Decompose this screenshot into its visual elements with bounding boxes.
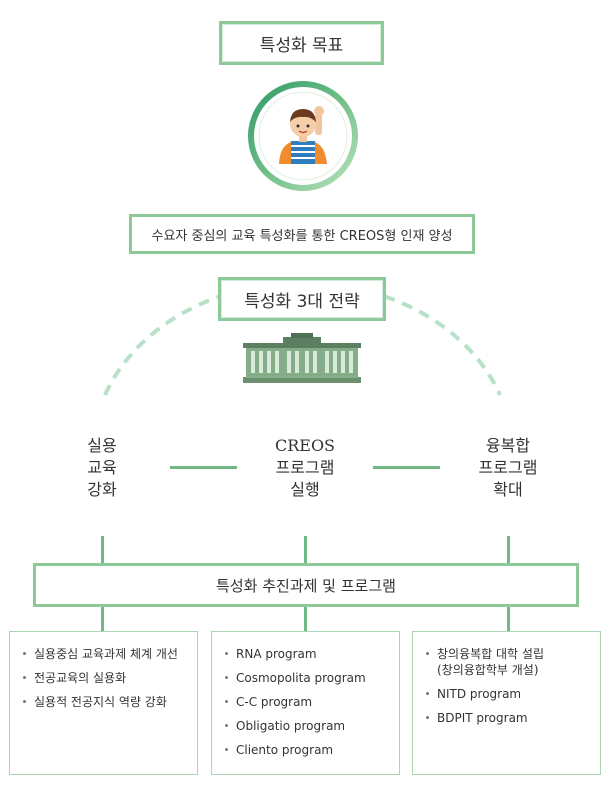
strategy-circle-3: 융복합 프로그램 확대: [440, 400, 576, 536]
list-item: Obligatio program: [224, 718, 387, 734]
strategy-circle-2: CREOS 프로그램 실행: [237, 400, 373, 536]
strategy-1-line-3: 강화: [87, 480, 117, 499]
list-item: C-C program: [224, 694, 387, 710]
program-title-box: 특성화 추진과제 및 프로그램: [33, 563, 579, 607]
strategy-1-line-1: 실용: [87, 436, 117, 455]
list-item: 실용적 전공지식 역량 강화: [22, 694, 185, 710]
connector-v2: [304, 533, 307, 565]
connector-list-1: [101, 607, 104, 632]
connector-list-2: [304, 607, 307, 632]
program-list-3: 창의융복합 대학 설립 (창의융합학부 개설) NITD program BDP…: [412, 631, 601, 775]
strategy-title-box: 특성화 3대 전략: [218, 277, 386, 321]
strategy-2-line-1: CREOS: [274, 436, 336, 455]
goal-circle: [248, 81, 358, 191]
goal-text: 수요자 중심의 교육 특성화를 통한 CREOS형 인재 양성: [151, 228, 453, 244]
strategy-title: 특성화 3대 전략: [244, 291, 360, 312]
goal-title: 특성화 목표: [259, 35, 344, 56]
list-item-line: (창의융합학부 개설): [437, 663, 539, 677]
list-item: Cliento program: [224, 742, 387, 758]
list-item: 전공교육의 실용화: [22, 670, 185, 686]
connector-v1: [101, 533, 104, 565]
program-title: 특성화 추진과제 및 프로그램: [216, 576, 396, 595]
building-icon: [243, 333, 361, 383]
list-item: BDPIT program: [425, 710, 588, 726]
strategy-1-line-2: 교육: [87, 458, 117, 477]
program-list-2: RNA program Cosmopolita program C-C prog…: [211, 631, 400, 775]
list-item: Cosmopolita program: [224, 670, 387, 686]
program-list-1: 실용중심 교육과제 체계 개선 전공교육의 실용화 실용적 전공지식 역량 강화: [9, 631, 198, 775]
list-item: RNA program: [224, 646, 387, 662]
connector-list-3: [507, 607, 510, 632]
goal-title-box: 특성화 목표: [219, 21, 384, 65]
strategy-circle-1: 실용 교육 강화: [34, 400, 170, 536]
strategy-2-line-2: 프로그램: [275, 458, 335, 477]
strategy-2-line-3: 실행: [290, 480, 320, 499]
connector-1-2: [165, 466, 240, 469]
strategy-3-line-1: 융복합: [485, 436, 531, 455]
connector-v3: [507, 533, 510, 565]
list-item-line: 창의융복합 대학 설립: [437, 647, 544, 661]
person-waving-icon: [279, 106, 327, 164]
connector-2-3: [372, 466, 447, 469]
list-item: NITD program: [425, 686, 588, 702]
list-item: 실용중심 교육과제 체계 개선: [22, 646, 185, 662]
list-item: 창의융복합 대학 설립 (창의융합학부 개설): [425, 646, 588, 678]
goal-text-box: 수요자 중심의 교육 특성화를 통한 CREOS형 인재 양성: [129, 214, 475, 254]
strategy-3-line-2: 프로그램: [478, 458, 538, 477]
dashed-arc: [103, 280, 502, 396]
strategy-3-line-3: 확대: [493, 480, 523, 499]
